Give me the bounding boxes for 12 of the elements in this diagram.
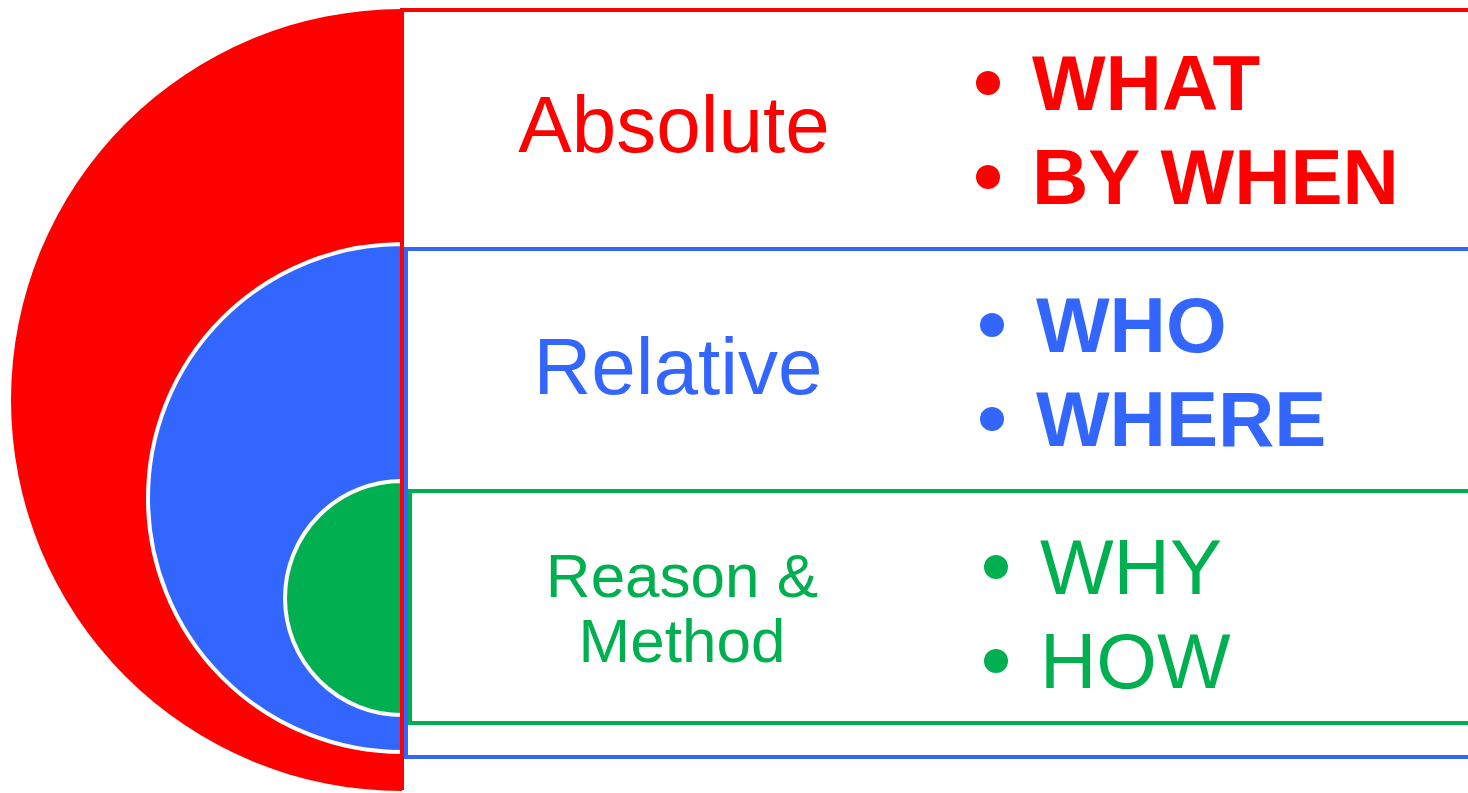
list-item: WHO xyxy=(1036,286,1227,364)
list-item: WHAT xyxy=(1032,44,1261,122)
list-item: WHY xyxy=(1040,528,1222,606)
list-item: BY WHEN xyxy=(1032,138,1399,216)
category-heading: Relative xyxy=(532,325,824,409)
list-item: HOW xyxy=(1040,622,1231,700)
list-item: WHERE xyxy=(1036,380,1327,458)
category-heading: Absolute xyxy=(517,83,831,167)
band-box xyxy=(408,489,1468,725)
category-heading: Reason & Method xyxy=(544,542,820,673)
band-box xyxy=(400,8,1468,790)
band-box xyxy=(404,247,1468,759)
